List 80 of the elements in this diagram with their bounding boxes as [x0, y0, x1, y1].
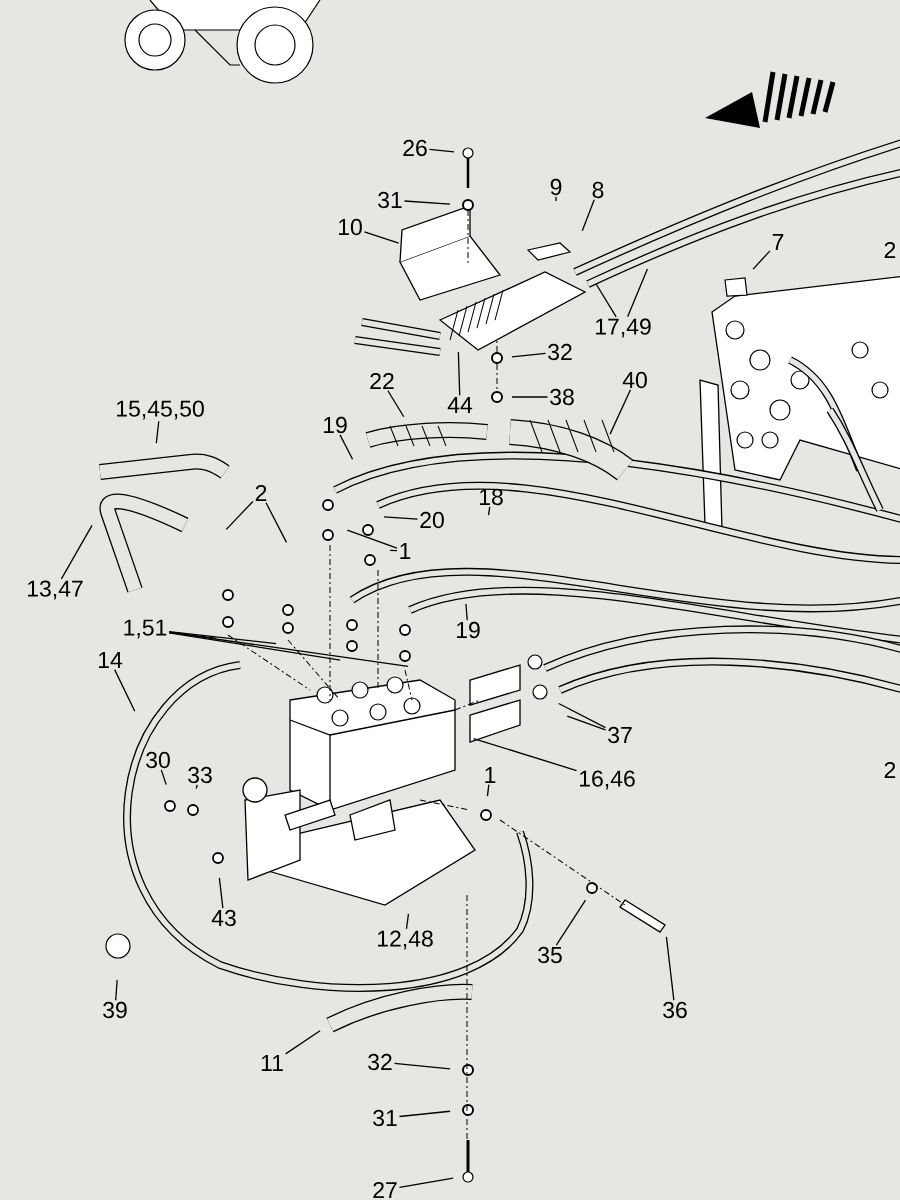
leader-line — [566, 715, 607, 731]
callout-number: 30 — [146, 751, 170, 769]
leader-line — [225, 500, 254, 530]
callout-number: 15,45,50 — [117, 400, 204, 420]
leader-line — [403, 200, 451, 205]
leader-line — [472, 737, 578, 772]
callout-number: 22 — [370, 373, 394, 390]
leader-line — [363, 231, 400, 244]
callout-number: 35 — [538, 946, 562, 964]
leader-line — [389, 549, 398, 552]
leader-line — [339, 434, 354, 460]
callout-number: 1 — [485, 767, 496, 783]
leader-line — [558, 702, 607, 729]
leader-line — [387, 390, 405, 418]
leader-line — [609, 389, 632, 435]
leader-line — [595, 283, 617, 318]
callout-number: 27 — [373, 1182, 397, 1199]
callout-number: 32 — [368, 1053, 392, 1071]
callout-number: 1,51 — [124, 619, 167, 639]
leader-line — [665, 936, 675, 1001]
callout-number: 11 — [261, 1055, 283, 1071]
leader-line — [160, 769, 167, 786]
callout-number: 20 — [420, 511, 444, 529]
callout-number: 31 — [378, 191, 402, 209]
callout-number: 33 — [188, 766, 212, 784]
callout-number: 2 — [884, 242, 896, 259]
leader-line — [168, 631, 277, 645]
leader-line — [393, 1062, 451, 1070]
callout-number: 14 — [98, 652, 123, 668]
leader-line — [155, 420, 160, 444]
callout-number: 2 — [255, 485, 267, 502]
callout-number: 40 — [622, 371, 647, 389]
callout-number: 13,47 — [28, 580, 83, 600]
callout-number: 17,49 — [596, 318, 651, 338]
callout-number: 43 — [211, 909, 236, 927]
leader-line — [168, 632, 341, 661]
callout-number: 8 — [592, 181, 604, 199]
leader-line — [555, 196, 557, 202]
callout-number: 19 — [323, 416, 347, 434]
leader-line — [115, 979, 118, 1001]
leader-line — [218, 877, 224, 909]
callout-number: 19 — [456, 621, 480, 639]
leader-line — [511, 352, 547, 358]
leader-line — [60, 524, 93, 580]
callout-number: 39 — [103, 1001, 127, 1019]
callout-number: 37 — [608, 726, 632, 744]
callout-number: 31 — [373, 1109, 397, 1127]
leader-line — [383, 516, 419, 520]
leader-line — [346, 529, 398, 549]
leader-line — [486, 783, 490, 797]
leader-line — [555, 899, 587, 946]
callout-number: 2 — [884, 762, 896, 779]
leader-line — [428, 148, 455, 153]
leader-line — [457, 351, 461, 397]
callout-number: 7 — [772, 234, 784, 250]
callout-number: 26 — [403, 139, 427, 157]
callout-number: 44 — [447, 397, 473, 413]
leader-line — [168, 631, 409, 667]
leader-line — [285, 1030, 321, 1055]
leader-line — [398, 1177, 454, 1189]
callout-number: 9 — [550, 178, 562, 196]
callout-number: 1 — [400, 543, 411, 559]
leader-line — [752, 250, 771, 270]
leader-line — [405, 913, 410, 930]
leader-line — [398, 1110, 451, 1118]
callout-number: 36 — [663, 1001, 687, 1019]
leader-line — [265, 502, 288, 543]
leader-line — [581, 199, 595, 232]
leader-line — [114, 668, 136, 712]
callout-number: 32 — [548, 343, 572, 361]
callout-number: 16,46 — [580, 770, 635, 790]
callout-number: 18 — [479, 488, 503, 506]
leader-line — [627, 268, 649, 318]
leader-line — [195, 784, 198, 790]
callout-number: 38 — [550, 388, 574, 406]
callout-number: 12,48 — [378, 930, 433, 950]
leader-line — [511, 396, 549, 398]
leader-line — [465, 603, 468, 621]
callout-number: 10 — [338, 218, 362, 236]
leader-line — [487, 506, 491, 516]
